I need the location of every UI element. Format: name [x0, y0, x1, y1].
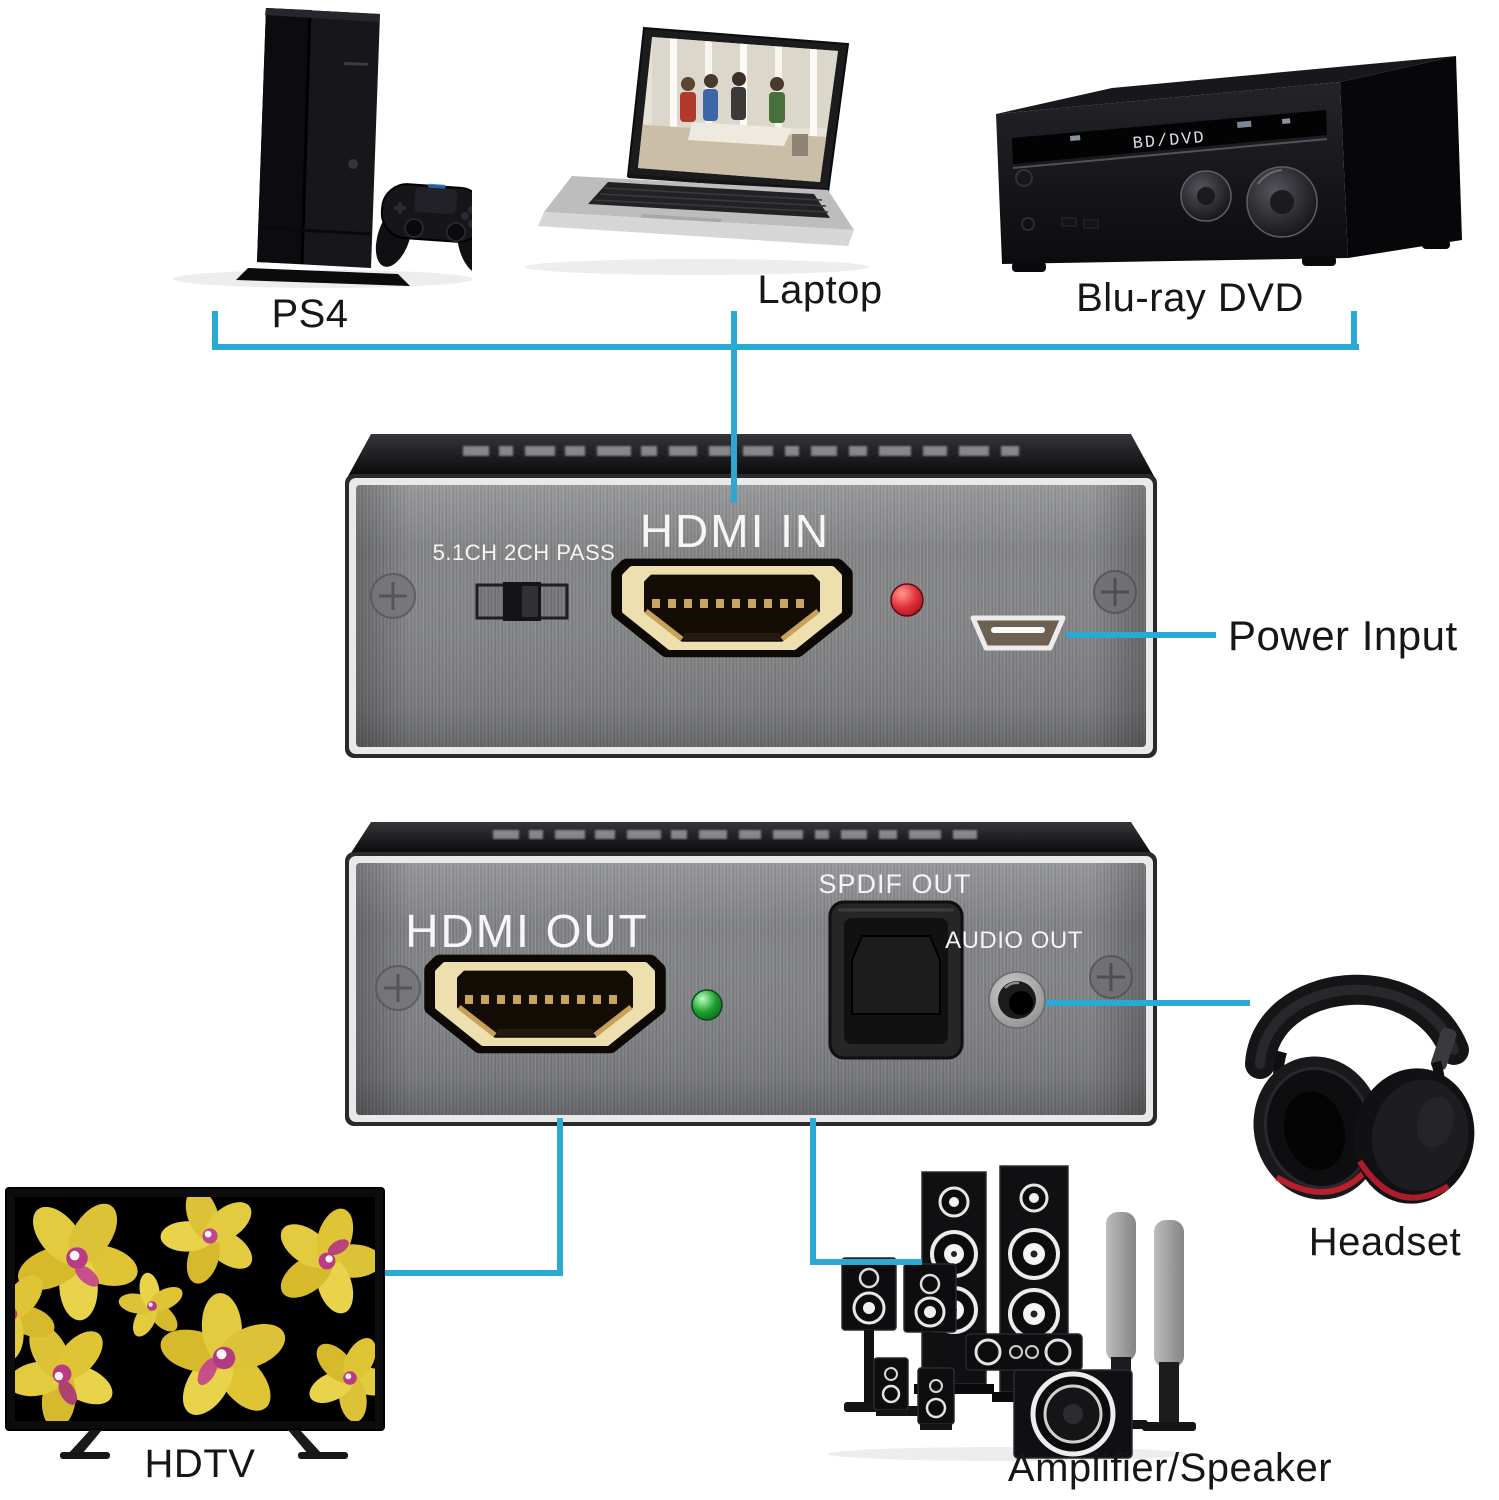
- status-led: [691, 989, 723, 1021]
- audio-jack: [988, 971, 1046, 1029]
- hdmi-out-label: HDMI OUT: [405, 905, 648, 957]
- line-laptop-to-hdmi-in: [731, 311, 737, 503]
- tv-stand: [60, 1430, 348, 1459]
- spdif-port: [828, 900, 964, 1060]
- satellite-speaker: [873, 1357, 909, 1416]
- mode-switch-label: 5.1CH 2CH PASS: [433, 540, 616, 565]
- headset-label: Headset: [1308, 1220, 1462, 1264]
- receiver-display: BD/DVD: [1012, 110, 1328, 169]
- line-source-bus: [212, 344, 1359, 350]
- center-channel: [965, 1333, 1083, 1371]
- screw-icon: [1093, 570, 1137, 614]
- ps4-label: PS4: [271, 292, 349, 336]
- subwoofer: [1013, 1369, 1133, 1459]
- bluray-label: Blu-ray DVD: [1076, 276, 1304, 320]
- laptop-screen: [626, 26, 850, 194]
- ear-cup-right: [1353, 1068, 1475, 1204]
- extractor-back-panel: HDMI OUT SPDIF OUT AUDIO OUT: [345, 822, 1157, 1126]
- extractor-front-panel: 5.1CH 2CH PASS HDMI IN: [345, 434, 1157, 758]
- line-ps4-stub: [212, 311, 218, 350]
- spdif-out-label: SPDIF OUT: [818, 869, 971, 899]
- column-speakers: [1094, 1212, 1196, 1431]
- audio-out-label: AUDIO OUT: [945, 927, 1083, 954]
- line-spdif-to-speakers: [812, 1259, 922, 1265]
- hdmi-in-port: [611, 558, 853, 658]
- ps4-image: [173, 8, 472, 288]
- line-spdif-vertical: [810, 1118, 816, 1265]
- line-hdmi-out-to-tv: [385, 1270, 563, 1276]
- satellite-speaker: [917, 1367, 955, 1430]
- laptop-base: [538, 174, 854, 246]
- line-audio-to-headset: [1046, 1000, 1250, 1006]
- hdmi-out-port: [424, 954, 666, 1054]
- laptop-label: Laptop: [757, 268, 883, 312]
- mode-switch: [475, 582, 569, 621]
- screw-icon: [375, 965, 421, 1011]
- ps4-controller: [375, 183, 472, 274]
- screw-icon: [1089, 955, 1133, 999]
- laptop-image: [525, 26, 869, 275]
- bookshelf-speaker: [841, 1257, 897, 1412]
- power-port: [970, 615, 1066, 651]
- top-edge-print: [493, 830, 977, 839]
- ps4-console: [236, 8, 410, 286]
- power-led: [890, 583, 924, 617]
- headset-image: [1245, 974, 1475, 1204]
- hdtv-label: HDTV: [144, 1442, 256, 1486]
- top-edge-print: [463, 446, 1019, 456]
- screw-icon: [370, 573, 416, 619]
- bluray-image: BD/DVD: [996, 56, 1462, 272]
- line-bluray-stub: [1351, 311, 1357, 350]
- power-input-label: Power Input: [1228, 612, 1458, 659]
- amplifier-image: [828, 1165, 1196, 1461]
- line-hdmi-out-vertical: [557, 1118, 563, 1276]
- receiver-knobs: [1180, 166, 1318, 238]
- tv-screen: [15, 1197, 375, 1421]
- bookshelf-speaker: [903, 1263, 957, 1416]
- line-power-input: [1066, 632, 1216, 638]
- amplifier-label: Amplifier/Speaker: [1007, 1446, 1333, 1490]
- hdtv-image: [5, 1187, 385, 1459]
- hdmi-in-label: HDMI IN: [640, 505, 830, 557]
